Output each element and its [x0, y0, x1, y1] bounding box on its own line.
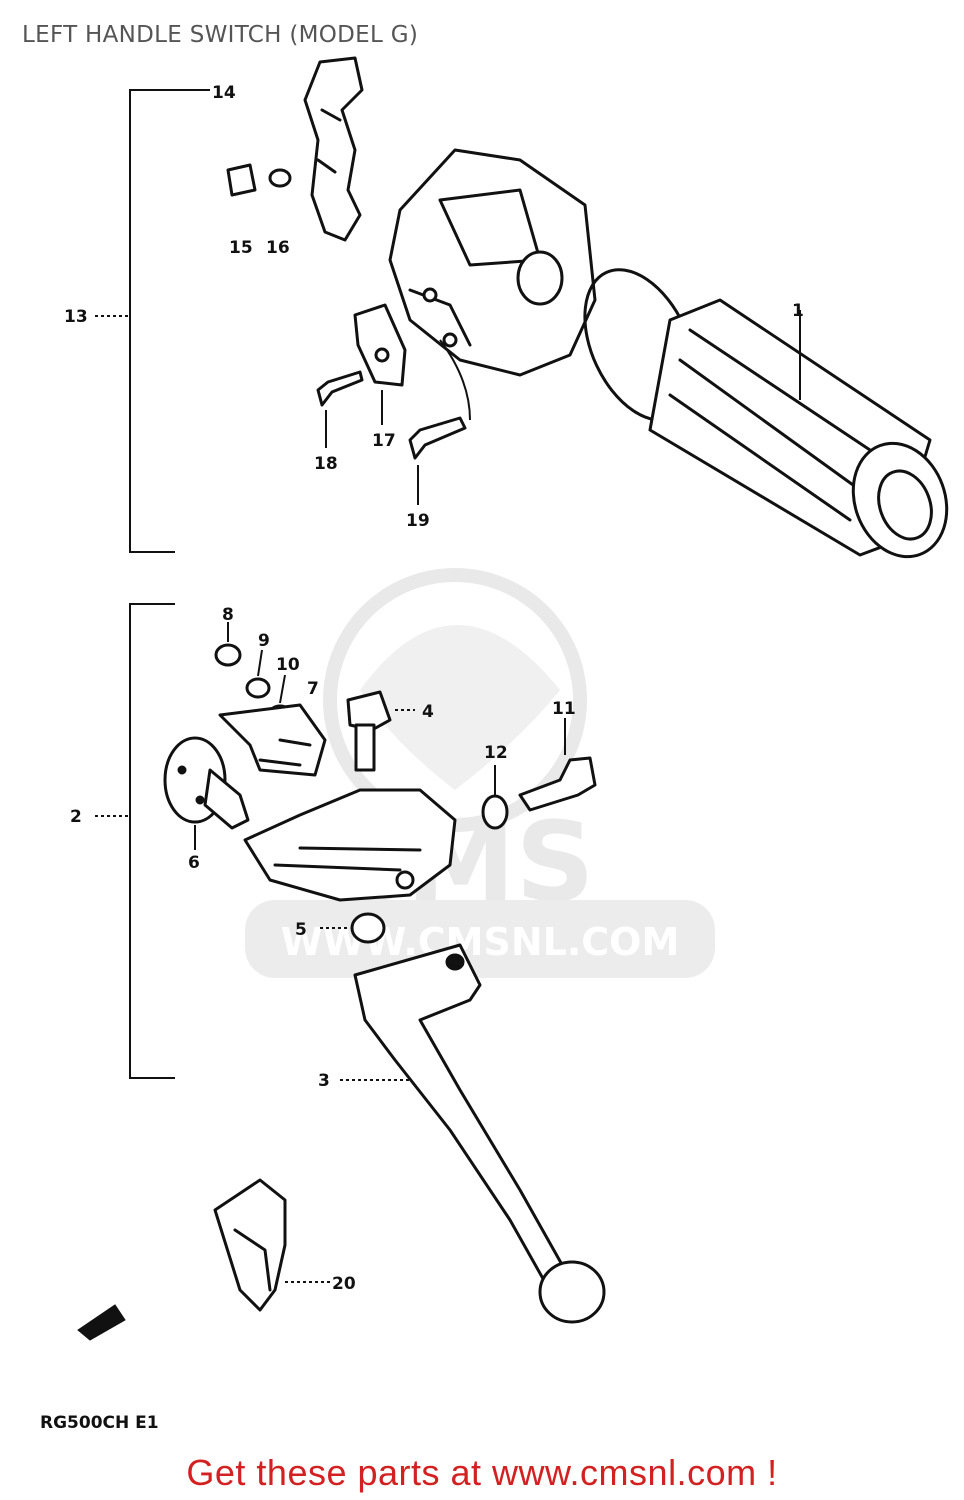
label-4: 4 [422, 702, 434, 722]
lever-holder [243, 788, 457, 902]
switch-housing [388, 148, 597, 377]
part-15-spring [226, 163, 257, 197]
small-clip [77, 1304, 126, 1341]
label-18: 18 [314, 454, 338, 474]
part-5-bushing [320, 912, 386, 944]
label-20: 20 [332, 1274, 356, 1294]
part-1-grip [583, 268, 949, 559]
part-9-washer [245, 649, 271, 699]
part-6-switch [163, 736, 250, 850]
part-4-bolt [346, 690, 415, 772]
label-2: 2 [70, 807, 82, 827]
label-12: 12 [484, 743, 508, 763]
label-11: 11 [552, 699, 576, 719]
part-12-washer [481, 765, 509, 830]
footer-link[interactable]: Get these parts at www.cmsnl.com ! [186, 1452, 778, 1493]
cms-watermark: CMS WWW.CMSNL.COM [245, 568, 715, 978]
part-3-lever [340, 943, 606, 1324]
label-6: 6 [188, 853, 200, 873]
group-bracket-2 [95, 603, 175, 1079]
part-20-cover [213, 1178, 330, 1312]
label-14: 14 [212, 83, 236, 103]
watermark-url: WWW.CMSNL.COM [281, 920, 680, 964]
label-16: 16 [266, 238, 290, 258]
part-16-ball [268, 168, 292, 188]
label-8: 8 [222, 605, 234, 625]
label-13: 13 [64, 307, 88, 327]
label-3: 3 [318, 1071, 330, 1091]
label-5: 5 [295, 920, 307, 940]
group-bracket-13 [95, 89, 210, 553]
part-7-bracket [218, 703, 327, 777]
part-8-nut [214, 622, 242, 667]
label-19: 19 [406, 511, 430, 531]
part-14-switch-knob [303, 56, 364, 242]
label-17: 17 [372, 431, 396, 451]
part-11-screw [518, 718, 597, 812]
label-10: 10 [276, 655, 300, 675]
part-18-screw [316, 370, 364, 448]
label-9: 9 [258, 631, 270, 651]
label-15: 15 [229, 238, 253, 258]
diagram-title: LEFT HANDLE SWITCH (MODEL G) [22, 22, 419, 48]
label-1: 1 [792, 301, 804, 321]
label-7: 7 [307, 679, 319, 699]
drawing-code: RG500CH E1 [40, 1413, 159, 1433]
part-19-screw [408, 339, 471, 505]
part-17-plate [353, 303, 407, 425]
